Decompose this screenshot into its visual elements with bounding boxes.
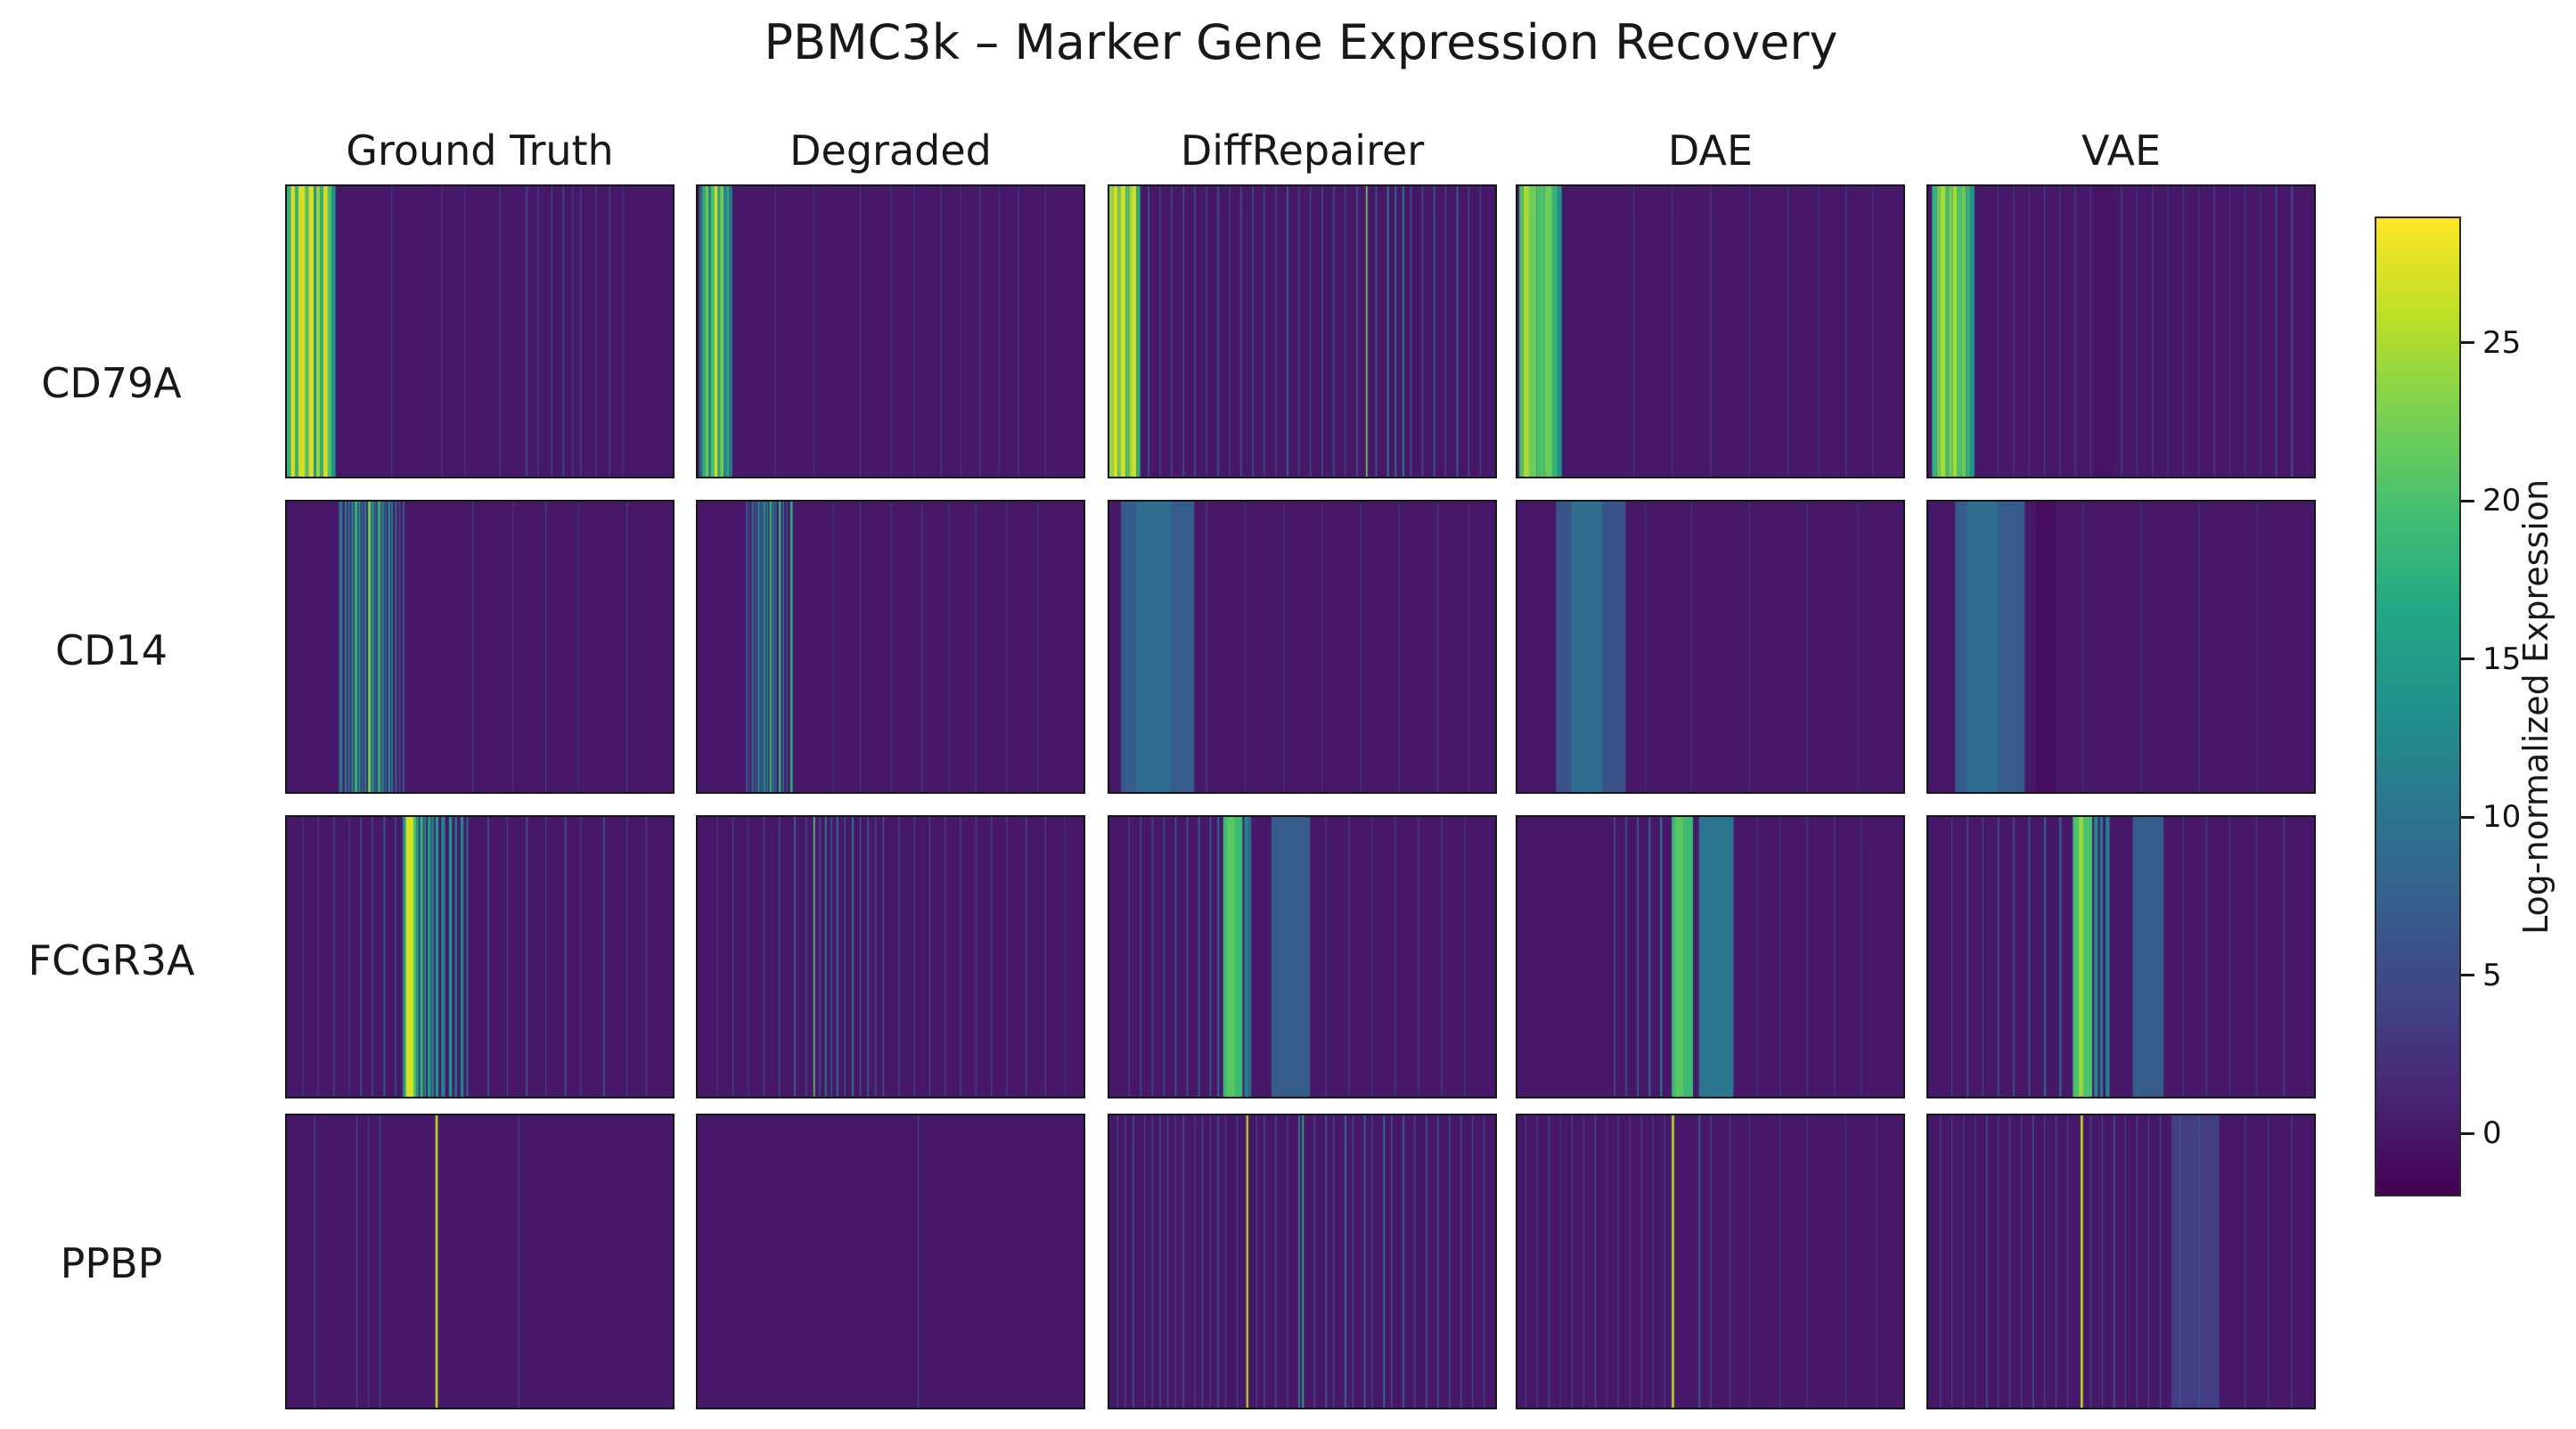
heatmap-panel-fcgr3a-vae (1926, 815, 2316, 1098)
colorbar-tick-mark (2461, 341, 2474, 345)
colorbar-axis-label: Log-normalized Expression (2516, 478, 2556, 935)
heatmap-canvas (698, 186, 1084, 477)
colorbar-tick-label: 5 (2482, 957, 2502, 993)
heatmap-panel-cd14-degraded (696, 500, 1085, 794)
heatmap-canvas (1109, 186, 1495, 477)
colorbar (2375, 216, 2461, 1196)
column-header-ground-truth: Ground Truth (346, 127, 614, 175)
heatmap-panel-ppbp-dae (1516, 1114, 1905, 1409)
heatmap-panel-cd79a-ground-truth (285, 184, 675, 478)
heatmap-canvas (1928, 1115, 2314, 1408)
heatmap-canvas (1109, 817, 1495, 1097)
colorbar-tick-label: 25 (2482, 324, 2522, 361)
heatmap-canvas (1109, 502, 1495, 792)
heatmap-canvas (1517, 1115, 1903, 1408)
row-label-cd14: CD14 (54, 626, 168, 674)
heatmap-panel-ppbp-degraded (696, 1114, 1085, 1409)
column-header-degraded: Degraded (789, 127, 992, 175)
heatmap-canvas (698, 817, 1084, 1097)
column-header-dae: DAE (1667, 127, 1754, 175)
heatmap-canvas (698, 502, 1084, 792)
heatmap-panel-fcgr3a-ground-truth (285, 815, 675, 1098)
colorbar-tick-label: 0 (2482, 1115, 2502, 1152)
heatmap-panel-cd14-dae (1516, 500, 1905, 794)
colorbar-tick-label: 10 (2482, 799, 2522, 836)
row-label-fcgr3a: FCGR3A (28, 936, 195, 984)
heatmap-panel-fcgr3a-dae (1516, 815, 1905, 1098)
colorbar-tick-mark (2461, 974, 2474, 977)
heatmap-canvas (1109, 1115, 1495, 1408)
heatmap-canvas (1517, 502, 1903, 792)
heatmap-panel-fcgr3a-diffrepairer (1108, 815, 1497, 1098)
colorbar-tick-mark (2461, 815, 2474, 819)
heatmap-canvas (1517, 186, 1903, 477)
heatmap-canvas (287, 817, 673, 1097)
heatmap-canvas (287, 186, 673, 477)
column-header-diffrepairer: DiffRepairer (1180, 127, 1425, 175)
colorbar-gradient (2376, 218, 2459, 1195)
heatmap-panel-ppbp-vae (1926, 1114, 2316, 1409)
colorbar-tick-mark (2461, 499, 2474, 502)
heatmap-panel-cd79a-vae (1926, 184, 2316, 478)
row-label-cd79a: CD79A (41, 359, 182, 407)
colorbar-tick-mark (2461, 657, 2474, 661)
heatmap-panel-cd79a-dae (1516, 184, 1905, 478)
heatmap-panel-cd79a-degraded (696, 184, 1085, 478)
colorbar-tick-label: 15 (2482, 641, 2522, 677)
heatmap-panel-ppbp-diffrepairer (1108, 1114, 1497, 1409)
colorbar-tick-mark (2461, 1131, 2474, 1135)
heatmap-canvas (698, 1115, 1084, 1408)
colorbar-tick-label: 20 (2482, 483, 2522, 519)
row-label-ppbp: PPBP (60, 1239, 163, 1287)
heatmap-panel-cd14-diffrepairer (1108, 500, 1497, 794)
heatmap-canvas (1517, 817, 1903, 1097)
heatmap-panel-fcgr3a-degraded (696, 815, 1085, 1098)
column-header-vae: VAE (2081, 127, 2162, 175)
heatmap-canvas (287, 502, 673, 792)
heatmap-canvas (287, 1115, 673, 1408)
heatmap-panel-cd14-ground-truth (285, 500, 675, 794)
heatmap-panel-cd14-vae (1926, 500, 2316, 794)
heatmap-canvas (1928, 186, 2314, 477)
heatmap-panel-ppbp-ground-truth (285, 1114, 675, 1409)
heatmap-panel-cd79a-diffrepairer (1108, 184, 1497, 478)
heatmap-canvas (1928, 817, 2314, 1097)
figure-title: PBMC3k – Marker Gene Expression Recovery (764, 14, 1838, 70)
heatmap-canvas (1928, 502, 2314, 792)
